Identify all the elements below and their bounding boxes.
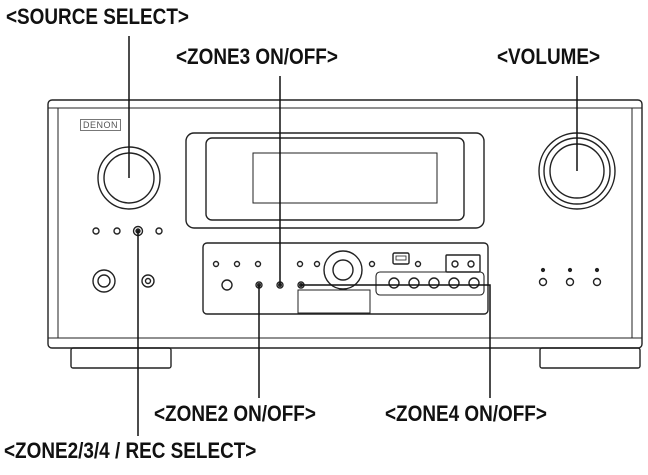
setup-mic-jack-inner bbox=[144, 277, 152, 285]
display-window-inner bbox=[205, 137, 465, 221]
chassis-outline bbox=[47, 99, 643, 349]
right-foot bbox=[539, 347, 641, 369]
left-foot bbox=[70, 347, 172, 369]
phones-jack-inner bbox=[97, 274, 111, 288]
cursor-dial-outer bbox=[323, 250, 363, 290]
volume-label: <VOLUME> bbox=[497, 44, 601, 69]
video-input-block bbox=[445, 254, 481, 273]
small-jack bbox=[221, 279, 233, 291]
phones-jack-outer bbox=[92, 269, 116, 293]
zone234-rec-select-label: <ZONE2/3/4 / REC SELECT> bbox=[4, 438, 257, 463]
setup-mic-jack-outer bbox=[141, 274, 155, 288]
left-button-1 bbox=[92, 227, 100, 235]
brand-logo: DENON bbox=[80, 119, 122, 131]
leader-zone4 bbox=[301, 284, 491, 398]
display-window-outer bbox=[185, 132, 485, 229]
input-plate bbox=[375, 271, 485, 296]
source-select-label: <SOURCE SELECT> bbox=[6, 4, 189, 29]
zone3-on-off-label: <ZONE3 ON/OFF> bbox=[176, 44, 338, 69]
left-button-2 bbox=[113, 227, 121, 235]
display-area bbox=[252, 152, 438, 204]
usb-port bbox=[392, 252, 410, 265]
cursor-dial-inner bbox=[332, 259, 354, 281]
zone4-on-off-label: <ZONE4 ON/OFF> bbox=[385, 401, 547, 426]
left-button-4 bbox=[155, 227, 163, 235]
zone2-on-off-label: <ZONE2 ON/OFF> bbox=[154, 401, 316, 426]
cursor-plate bbox=[297, 289, 371, 314]
lower-control-panel bbox=[202, 242, 489, 315]
